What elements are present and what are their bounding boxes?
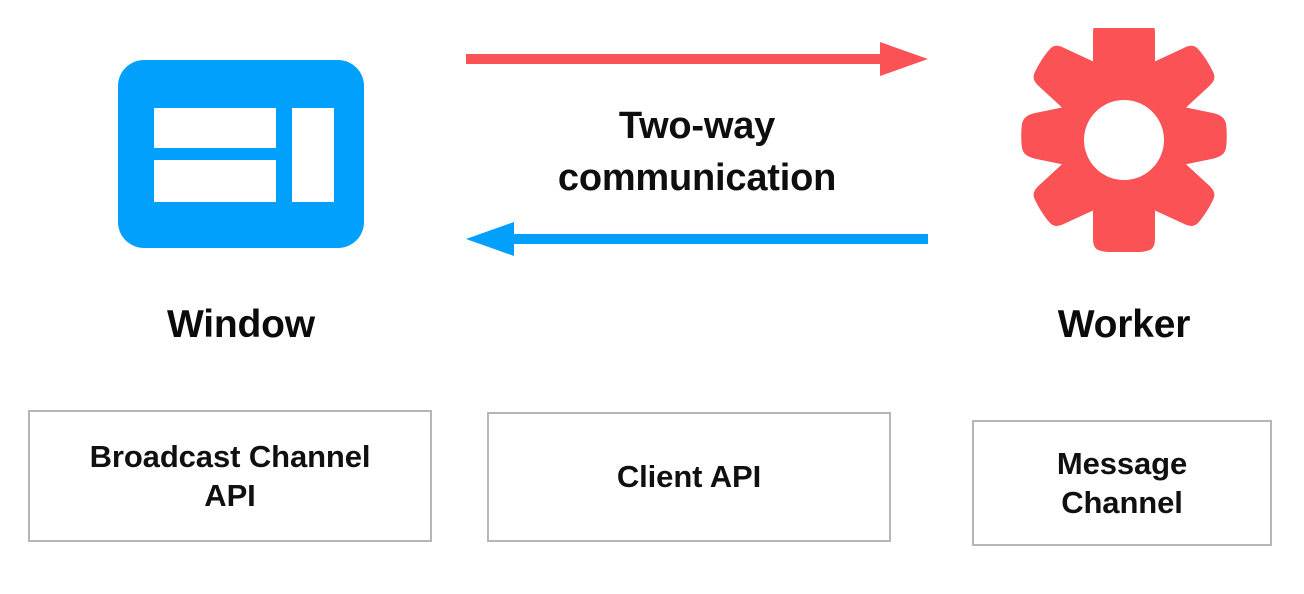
browser-window-icon bbox=[118, 60, 364, 248]
api-box-label-line-1: Message bbox=[1056, 445, 1188, 481]
connection-caption-line-2: communication bbox=[557, 157, 837, 200]
node-label-window: Window bbox=[167, 303, 315, 346]
api-box-label: Message Channel bbox=[1047, 444, 1197, 522]
api-box-label: Client API bbox=[607, 457, 771, 496]
api-box-message-channel: Message Channel bbox=[972, 420, 1272, 546]
connection-caption: Two-way communication bbox=[466, 100, 928, 205]
api-box-label: Broadcast Channel API bbox=[80, 437, 381, 515]
api-box-broadcast-channel-api: Broadcast Channel API bbox=[28, 410, 432, 542]
node-label-worker: Worker bbox=[1057, 303, 1191, 346]
api-box-label-line-2: API bbox=[204, 478, 256, 513]
api-box-client-api: Client API bbox=[487, 412, 891, 542]
api-box-label-line-2: Channel bbox=[1061, 485, 1183, 520]
arrow-window-to-worker bbox=[466, 38, 928, 82]
api-box-label-line-1: Broadcast Channel bbox=[89, 438, 371, 474]
connection-caption-line-1: Two-way bbox=[618, 105, 776, 147]
api-box-label-line-1: Client API bbox=[616, 459, 762, 495]
arrow-worker-to-window bbox=[466, 218, 928, 262]
gear-icon bbox=[1018, 19, 1230, 253]
